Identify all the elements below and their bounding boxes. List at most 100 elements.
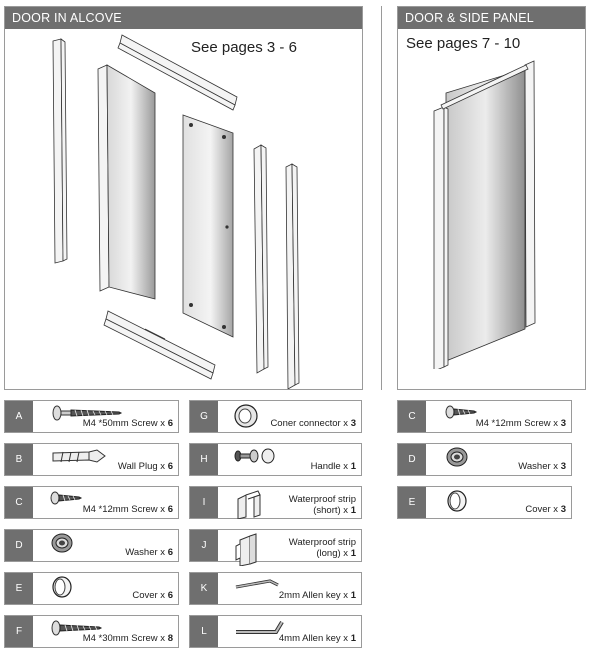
part-label: Waterproof strip(long) x 1 bbox=[289, 537, 356, 559]
waterproof-strip-short-icon bbox=[232, 489, 266, 524]
part-label: M4 *50mm Screw x 6 bbox=[83, 418, 173, 429]
part-name: Washer x bbox=[518, 461, 559, 472]
door-glass-panel bbox=[182, 114, 234, 338]
fixed-glass-panel bbox=[97, 64, 156, 300]
part-quantity: 3 bbox=[560, 461, 566, 472]
part-letter: K bbox=[190, 573, 218, 604]
cover-icon bbox=[49, 575, 75, 604]
side-panel-frame bbox=[433, 60, 536, 369]
part-quantity: 3 bbox=[560, 504, 566, 515]
part-label: Handle x 1 bbox=[311, 461, 356, 472]
bottom-rail bbox=[103, 310, 216, 380]
part-row-g: G Coner connector x 3 bbox=[189, 400, 362, 433]
part-letter: G bbox=[190, 401, 218, 432]
part-name: M4 *50mm Screw x bbox=[82, 418, 166, 429]
part-name: 4mm Allen key x bbox=[278, 633, 349, 644]
part-row-i: I Waterproof strip(short) x 1 bbox=[189, 486, 362, 520]
part-label: Coner connector x 3 bbox=[270, 418, 356, 429]
part-row-c: C M4 *12mm Screw x 3 bbox=[397, 400, 572, 433]
part-letter: I bbox=[190, 487, 218, 518]
part-row-e: E Cover x 3 bbox=[397, 486, 572, 519]
part-label: M4 *30mm Screw x 8 bbox=[83, 633, 173, 644]
part-label: M4 *12mm Screw x 6 bbox=[83, 504, 173, 515]
part-row-b: B Wall Plug x 6 bbox=[4, 443, 179, 476]
part-quantity: 1 bbox=[350, 505, 356, 516]
part-row-e: E Cover x 6 bbox=[4, 572, 179, 605]
part-name-line1: Waterproof strip bbox=[288, 537, 356, 548]
part-name: (short) x bbox=[313, 505, 349, 516]
medium-screw-icon bbox=[49, 618, 103, 643]
part-quantity: 6 bbox=[167, 590, 173, 601]
door-side-panel-title: DOOR & SIDE PANEL bbox=[398, 7, 585, 29]
part-name: M4 *30mm Screw x bbox=[82, 633, 166, 644]
part-letter: F bbox=[5, 616, 33, 647]
part-letter: B bbox=[5, 444, 33, 475]
alcove-pages-reference: See pages 3 - 6 bbox=[191, 39, 297, 56]
part-quantity: 3 bbox=[560, 418, 566, 429]
part-name: Washer x bbox=[125, 547, 166, 558]
part-row-a: A M4 *50mm Screw x 6 bbox=[4, 400, 179, 433]
part-row-j: J Waterproof strip(long) x 1 bbox=[189, 529, 362, 567]
part-label: Washer x 3 bbox=[518, 461, 566, 472]
part-label: Cover x 3 bbox=[525, 504, 566, 515]
part-row-h: H Handle x 1 bbox=[189, 443, 362, 476]
part-letter: C bbox=[5, 487, 33, 518]
left-wall-profile bbox=[52, 38, 68, 264]
part-label: Cover x 6 bbox=[132, 590, 173, 601]
part-quantity: 6 bbox=[167, 504, 173, 515]
part-name: Cover x bbox=[525, 504, 559, 515]
handle-icon bbox=[232, 446, 276, 471]
part-label: 4mm Allen key x 1 bbox=[279, 633, 356, 644]
part-quantity: 6 bbox=[167, 418, 173, 429]
part-name: 2mm Allen key x bbox=[278, 590, 349, 601]
part-letter: J bbox=[190, 530, 218, 561]
part-row-k: K 2mm Allen key x 1 bbox=[189, 572, 362, 605]
part-name: M4 *12mm Screw x bbox=[475, 418, 559, 429]
washer-icon bbox=[444, 446, 470, 473]
waterproof-strip-long-icon bbox=[232, 532, 266, 571]
part-quantity: 1 bbox=[350, 633, 356, 644]
allen-key-small-icon bbox=[232, 575, 282, 600]
allen-key-large-icon bbox=[232, 618, 288, 645]
part-quantity: 6 bbox=[167, 547, 173, 558]
part-quantity: 3 bbox=[350, 418, 356, 429]
wall-plug-icon bbox=[49, 446, 109, 473]
part-letter: A bbox=[5, 401, 33, 432]
part-label: M4 *12mm Screw x 3 bbox=[476, 418, 566, 429]
right-wall-profiles bbox=[253, 144, 300, 389]
long-screw-icon bbox=[49, 403, 123, 428]
part-name: Coner connector x bbox=[270, 418, 349, 429]
part-row-f: F M4 *30mm Screw x 8 bbox=[4, 615, 179, 648]
part-quantity: 1 bbox=[350, 461, 356, 472]
part-quantity: 8 bbox=[167, 633, 173, 644]
part-letter: E bbox=[398, 487, 426, 518]
corner-connector-icon bbox=[232, 403, 260, 434]
cover-icon bbox=[444, 489, 470, 518]
part-label: Washer x 6 bbox=[125, 547, 173, 558]
part-name: M4 *12mm Screw x bbox=[82, 504, 166, 515]
alcove-exploded-illustration bbox=[52, 34, 300, 389]
part-letter: L bbox=[190, 616, 218, 647]
part-letter: D bbox=[5, 530, 33, 561]
washer-icon bbox=[49, 532, 75, 559]
part-name: Handle x bbox=[310, 461, 349, 472]
door-in-alcove-panel: DOOR IN ALCOVE See pages 3 - 6 bbox=[4, 6, 363, 390]
top-rail bbox=[117, 34, 238, 111]
part-label: Wall Plug x 6 bbox=[118, 461, 173, 472]
part-label: Waterproof strip(short) x 1 bbox=[289, 494, 356, 516]
part-row-d: D Washer x 6 bbox=[4, 529, 179, 562]
part-letter: C bbox=[398, 401, 426, 432]
part-quantity: 6 bbox=[167, 461, 173, 472]
part-letter: H bbox=[190, 444, 218, 475]
part-name: (long) x bbox=[316, 548, 349, 559]
side-panel-pages-reference: See pages 7 - 10 bbox=[406, 35, 521, 52]
side-panel-illustration bbox=[433, 60, 536, 369]
part-name: Wall Plug x bbox=[117, 461, 166, 472]
part-row-l: L 4mm Allen key x 1 bbox=[189, 615, 362, 648]
part-quantity: 1 bbox=[350, 590, 356, 601]
part-quantity: 1 bbox=[350, 548, 356, 559]
door-in-alcove-title: DOOR IN ALCOVE bbox=[5, 7, 362, 29]
part-letter: E bbox=[5, 573, 33, 604]
part-name-line1: Waterproof strip bbox=[288, 494, 356, 505]
